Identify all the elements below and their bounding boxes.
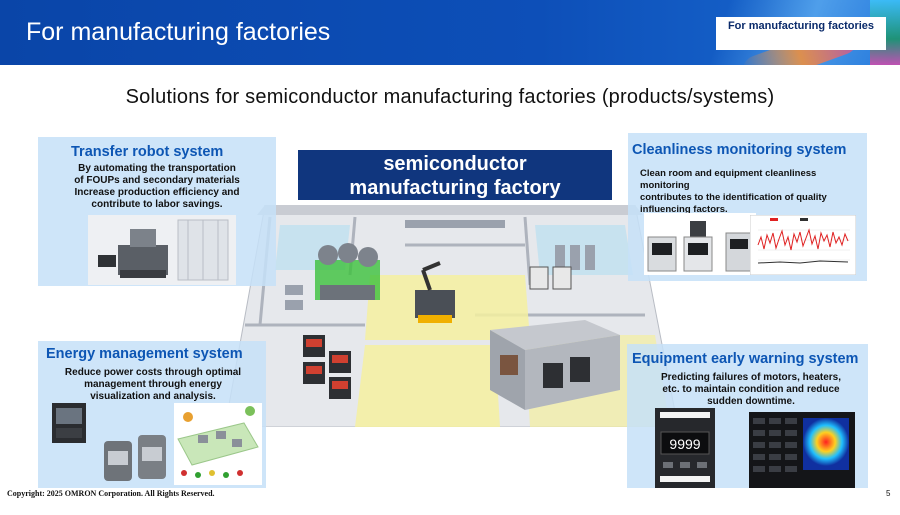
power-monitor-photo bbox=[52, 403, 166, 481]
panel-energy-title: Energy management system bbox=[46, 346, 243, 362]
energy-dashboard-photo bbox=[174, 403, 262, 485]
process-equipment bbox=[490, 320, 620, 410]
particle-sensor-photo bbox=[644, 213, 756, 275]
factory-floor-illustration bbox=[225, 205, 678, 427]
heatmap-dashboard bbox=[749, 412, 855, 488]
panel-transfer-title: Transfer robot system bbox=[71, 144, 224, 160]
controller-devices bbox=[303, 335, 351, 399]
condition-monitor-device: 9999 bbox=[655, 408, 715, 488]
cleanliness-trend-graph bbox=[750, 215, 856, 275]
device-display-value: 9999 bbox=[669, 436, 700, 452]
panel-early-warning: Equipment early warning system Predictin… bbox=[627, 344, 868, 488]
center-title-line1: semiconductor bbox=[383, 153, 527, 175]
page-subtitle: Solutions for semiconductor manufacturin… bbox=[125, 86, 775, 108]
transfer-robot-photo bbox=[88, 215, 236, 285]
center-title: semiconductor manufacturing factory bbox=[298, 150, 612, 200]
mobile-robot bbox=[415, 261, 455, 323]
header-title: For manufacturing factories bbox=[26, 18, 331, 46]
foup-stocker bbox=[315, 243, 380, 300]
panel-warning-desc: Predicting failures of motors, heaters, … bbox=[660, 372, 842, 407]
monitoring-devices bbox=[529, 266, 572, 290]
panel-transfer-desc: By automating the transportation of FOUP… bbox=[74, 163, 240, 210]
panel-energy-desc: Reduce power costs through optimal manag… bbox=[64, 367, 242, 402]
header-bar: For manufacturing factories For manufact… bbox=[0, 0, 900, 65]
center-title-line2: manufacturing factory bbox=[349, 177, 561, 199]
copyright-text: Copyright: 2025 OMRON Corporation. All R… bbox=[7, 489, 215, 498]
page-number: 5 bbox=[886, 489, 891, 498]
panel-energy: Energy management system Reduce power co… bbox=[38, 341, 266, 488]
header-badge: For manufacturing factories bbox=[716, 17, 886, 50]
panel-cleanliness: Cleanliness monitoring system Clean room… bbox=[628, 133, 867, 281]
panel-cleanliness-title: Cleanliness monitoring system bbox=[632, 142, 847, 158]
panel-transfer-robot: Transfer robot system By automating the … bbox=[38, 137, 276, 286]
panel-cleanliness-desc: Clean room and equipment cleanliness mon… bbox=[640, 168, 827, 215]
panel-warning-title: Equipment early warning system bbox=[632, 351, 859, 367]
